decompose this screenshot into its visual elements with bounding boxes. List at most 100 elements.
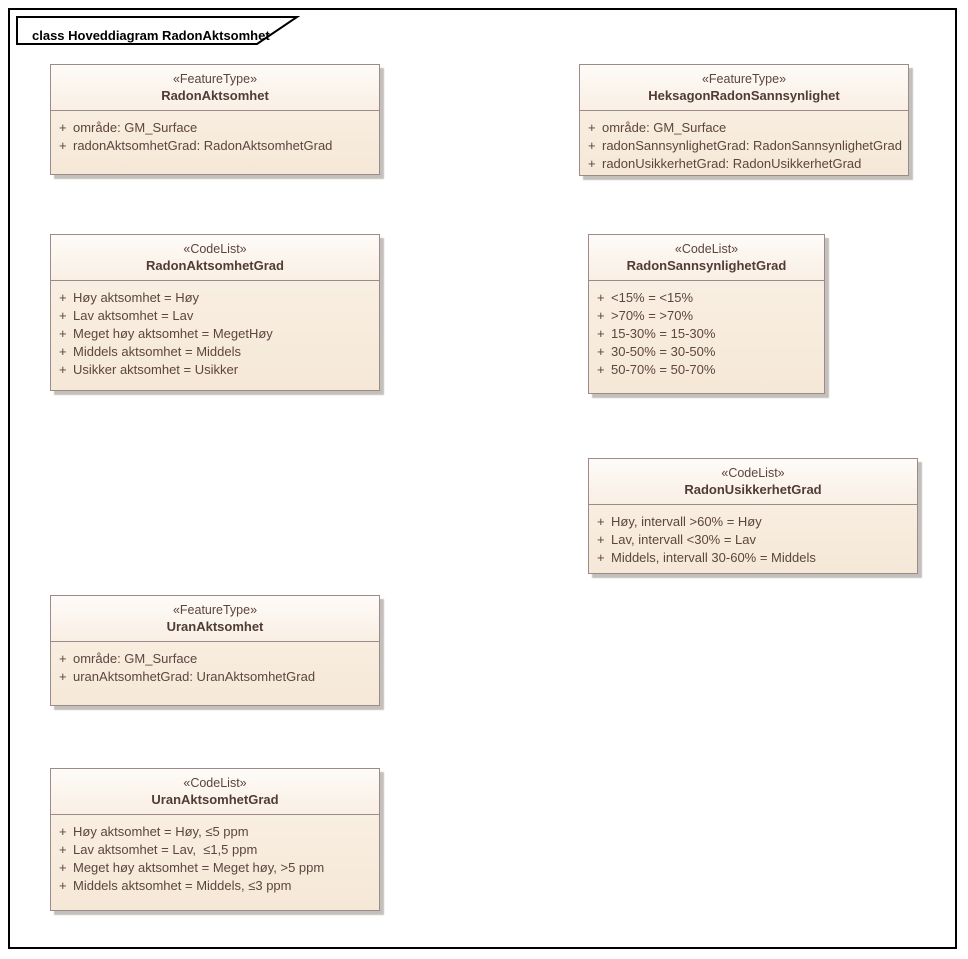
stereotype-label: «FeatureType» [172,72,258,86]
class-box-radonusikkerhetgrad[interactable]: «CodeList» RadonUsikkerhetGrad + Høy, in… [588,458,918,574]
attribute-row: + Middels, intervall 30-60% = Middels [589,549,917,567]
visibility-symbol: + [597,326,605,341]
stereotype-label: «CodeList» [183,242,247,256]
class-name: RadonAktsomhetGrad [146,258,284,273]
class-name: UranAktsomhetGrad [151,792,279,807]
visibility-symbol: + [59,669,67,684]
stereotype-label: «FeatureType» [701,72,787,86]
class-box-uranaktsomhetgrad[interactable]: «CodeList» UranAktsomhetGrad + Høy aktso… [50,768,380,911]
attribute-text: Høy aktsomhet = Høy, ≤5 ppm [73,824,249,839]
attribute-row: + Høy, intervall >60% = Høy [589,513,917,531]
class-box-radonaktsomhet[interactable]: «FeatureType» RadonAktsomhet + område: G… [50,64,380,175]
attribute-row: + område: GM_Surface [580,119,908,137]
class-header: «CodeList» RadonSannsynlighetGrad [589,235,824,281]
attribute-row: + område: GM_Surface [51,650,379,668]
attributes-compartment: + Høy, intervall >60% = Høy + Lav, inter… [589,505,917,567]
visibility-symbol: + [597,532,605,547]
visibility-symbol: + [59,878,67,893]
attribute-text: Meget høy aktsomhet = MegetHøy [73,326,273,341]
class-box-heksagonradonsannsynlighet[interactable]: «FeatureType» HeksagonRadonSannsynlighet… [579,64,909,176]
attribute-text: Lav aktsomhet = Lav, ≤1,5 ppm [73,842,258,857]
attribute-text: 30-50% = 30-50% [611,344,716,359]
attribute-row: + Meget høy aktsomhet = MegetHøy [51,325,379,343]
attributes-compartment: + område: GM_Surface + radonSannsynlighe… [580,111,908,173]
attributes-compartment: + Høy aktsomhet = Høy, ≤5 ppm + Lav akts… [51,815,379,895]
attribute-text: område: GM_Surface [602,120,727,135]
attributes-compartment: + Høy aktsomhet = Høy + Lav aktsomhet = … [51,281,379,379]
attribute-text: Høy aktsomhet = Høy [73,290,200,305]
attribute-row: + <15% = <15% [589,289,824,307]
diagram-frame: class Hoveddiagram RadonAktsomhet «Featu… [8,8,957,949]
class-header: «CodeList» RadonUsikkerhetGrad [589,459,917,505]
visibility-symbol: + [597,344,605,359]
attribute-row: + Meget høy aktsomhet = Meget høy, >5 pp… [51,859,379,877]
visibility-symbol: + [59,138,67,153]
class-header: «FeatureType» RadonAktsomhet [51,65,379,111]
attribute-row: + 50-70% = 50-70% [589,361,824,379]
attribute-row: + 15-30% = 15-30% [589,325,824,343]
visibility-symbol: + [597,362,605,377]
visibility-symbol: + [588,120,596,135]
attribute-text: 50-70% = 50-70% [611,362,716,377]
visibility-symbol: + [59,824,67,839]
attribute-text: Lav, intervall <30% = Lav [611,532,757,547]
attribute-text: <15% = <15% [611,290,694,305]
visibility-symbol: + [597,290,605,305]
visibility-symbol: + [59,651,67,666]
attributes-compartment: + område: GM_Surface + radonAktsomhetGra… [51,111,379,155]
visibility-symbol: + [59,120,67,135]
class-name: RadonAktsomhet [161,88,269,103]
class-name: RadonUsikkerhetGrad [684,482,822,497]
visibility-symbol: + [59,290,67,305]
class-name: HeksagonRadonSannsynlighet [648,88,840,103]
visibility-symbol: + [597,308,605,323]
attribute-row: + Usikker aktsomhet = Usikker [51,361,379,379]
class-box-uranaktsomhet[interactable]: «FeatureType» UranAktsomhet + område: GM… [50,595,380,706]
attribute-text: radonUsikkerhetGrad: RadonUsikkerhetGrad [602,156,862,171]
attribute-text: Lav aktsomhet = Lav [73,308,194,323]
attribute-row: + Høy aktsomhet = Høy, ≤5 ppm [51,823,379,841]
visibility-symbol: + [59,362,67,377]
attribute-row: + radonSannsynlighetGrad: RadonSannsynli… [580,137,908,155]
attribute-row: + uranAktsomhetGrad: UranAktsomhetGrad [51,668,379,686]
attribute-text: radonSannsynlighetGrad: RadonSannsynligh… [602,138,902,153]
attribute-text: Middels, intervall 30-60% = Middels [611,550,816,565]
stereotype-label: «CodeList» [183,776,247,790]
class-box-radonaktsomhetgrad[interactable]: «CodeList» RadonAktsomhetGrad + Høy akts… [50,234,380,391]
visibility-symbol: + [597,550,605,565]
frame-tab-shape [16,16,301,45]
attribute-text: område: GM_Surface [73,651,198,666]
visibility-symbol: + [59,308,67,323]
attribute-row: + område: GM_Surface [51,119,379,137]
class-name: RadonSannsynlighetGrad [626,258,787,273]
attribute-row: + Høy aktsomhet = Høy [51,289,379,307]
visibility-symbol: + [59,860,67,875]
attribute-text: Middels aktsomhet = Middels [73,344,241,359]
class-header: «CodeList» UranAktsomhetGrad [51,769,379,815]
attribute-row: + Middels aktsomhet = Middels, ≤3 ppm [51,877,379,895]
attribute-text: uranAktsomhetGrad: UranAktsomhetGrad [73,669,316,684]
attribute-text: Høy, intervall >60% = Høy [611,514,762,529]
attribute-row: + Lav aktsomhet = Lav [51,307,379,325]
class-name: UranAktsomhet [166,619,264,634]
attribute-row: + Lav, intervall <30% = Lav [589,531,917,549]
class-header: «FeatureType» UranAktsomhet [51,596,379,642]
attribute-text: område: GM_Surface [73,120,198,135]
class-header: «FeatureType» HeksagonRadonSannsynlighet [580,65,908,111]
attribute-text: >70% = >70% [611,308,694,323]
attribute-text: Middels aktsomhet = Middels, ≤3 ppm [73,878,292,893]
visibility-symbol: + [59,344,67,359]
attribute-text: radonAktsomhetGrad: RadonAktsomhetGrad [73,138,333,153]
attribute-row: + Middels aktsomhet = Middels [51,343,379,361]
visibility-symbol: + [588,138,596,153]
attribute-row: + 30-50% = 30-50% [589,343,824,361]
attribute-row: + Lav aktsomhet = Lav, ≤1,5 ppm [51,841,379,859]
frame-title: class Hoveddiagram RadonAktsomhet [32,28,270,43]
visibility-symbol: + [59,326,67,341]
attribute-row: + >70% = >70% [589,307,824,325]
class-box-radonsannsynlighetgrad[interactable]: «CodeList» RadonSannsynlighetGrad + <15%… [588,234,825,394]
stereotype-label: «FeatureType» [172,603,258,617]
class-header: «CodeList» RadonAktsomhetGrad [51,235,379,281]
visibility-symbol: + [597,514,605,529]
